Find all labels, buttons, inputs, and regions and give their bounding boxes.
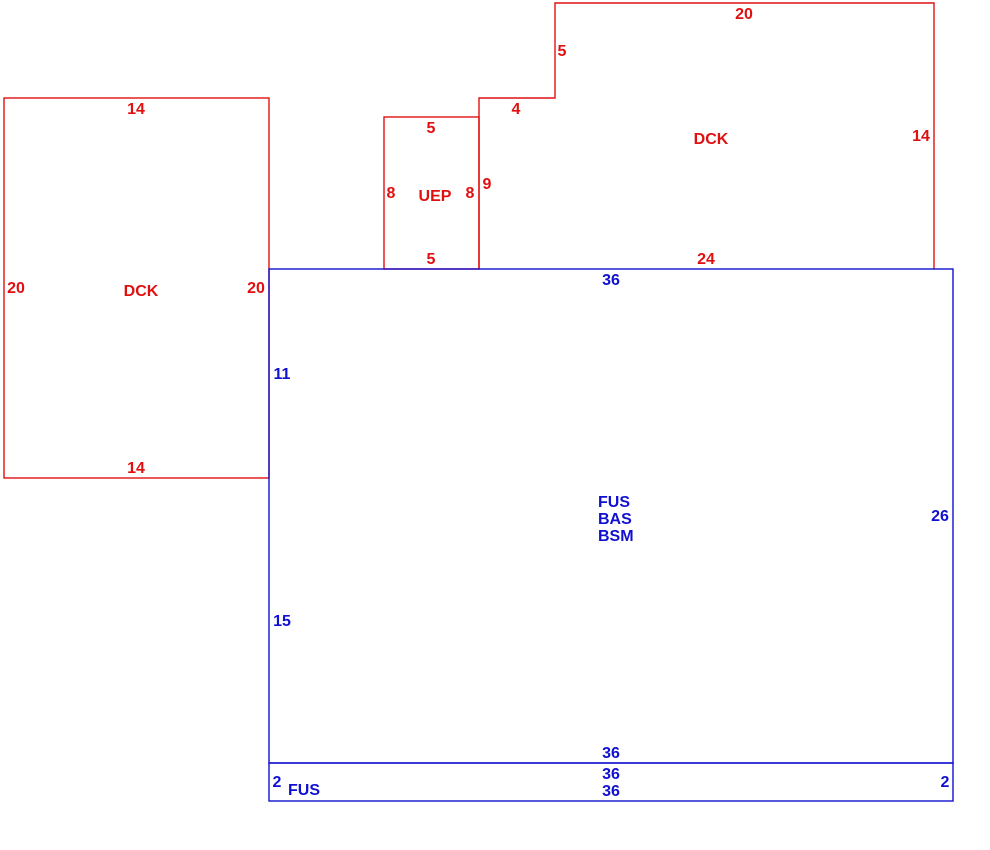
right-deck-area: DCK 20 5 4 9 14 24 xyxy=(478,2,935,269)
right-deck-bottom-dimension: 24 xyxy=(697,251,715,268)
left-deck-name: DCK xyxy=(124,283,159,300)
right-deck-name: DCK xyxy=(694,131,729,148)
porch-area: UEP 5 5 8 8 xyxy=(383,116,480,270)
strip-bottom-dimension: 36 xyxy=(602,783,620,800)
main-left-lower-dimension: 15 xyxy=(273,613,291,630)
main-right-dimension: 26 xyxy=(931,508,949,525)
left-deck-top-dimension: 14 xyxy=(127,101,145,118)
porch-right-dimension: 8 xyxy=(466,185,475,202)
porch-left-dimension: 8 xyxy=(387,185,396,202)
main-label-1: FUS xyxy=(598,494,630,511)
main-left-upper-dimension: 11 xyxy=(274,366,291,383)
strip-right-dimension: 2 xyxy=(941,774,950,791)
strip-name: FUS xyxy=(288,782,320,799)
left-deck-left-dimension: 20 xyxy=(7,280,25,297)
main-area: FUS BAS BSM 36 36 26 11 15 xyxy=(268,268,954,764)
right-deck-left-dimension: 9 xyxy=(483,176,492,193)
right-deck-step-horizontal-dimension: 4 xyxy=(512,101,521,118)
porch-name: UEP xyxy=(419,188,452,205)
strip-area: FUS 36 36 2 2 xyxy=(268,762,954,802)
main-label-2: BAS xyxy=(598,511,632,528)
right-deck-top-dimension: 20 xyxy=(735,6,753,23)
left-deck-bottom-dimension: 14 xyxy=(127,460,145,477)
right-deck-right-dimension: 14 xyxy=(912,128,930,145)
main-label-3: BSM xyxy=(598,528,634,545)
right-deck-outline xyxy=(478,2,935,269)
strip-outline xyxy=(268,762,954,802)
left-deck-right-dimension: 20 xyxy=(247,280,265,297)
porch-top-dimension: 5 xyxy=(427,120,436,137)
main-top-dimension: 36 xyxy=(602,272,620,289)
main-bottom-dimension: 36 xyxy=(602,745,620,762)
left-deck-area: DCK 14 14 20 20 xyxy=(3,97,270,479)
strip-top-dimension: 36 xyxy=(602,766,620,783)
strip-left-dimension: 2 xyxy=(273,774,282,791)
porch-bottom-dimension: 5 xyxy=(427,251,436,268)
right-deck-step-vertical-dimension: 5 xyxy=(558,43,567,60)
